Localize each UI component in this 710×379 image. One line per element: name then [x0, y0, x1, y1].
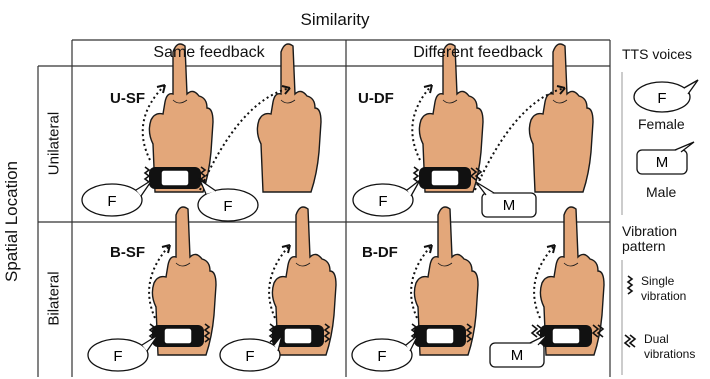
legend-male-bubble: M [636, 141, 695, 175]
motion-arrow [199, 87, 291, 191]
legend-female-bubble: F [633, 79, 699, 113]
motion-arrow [268, 244, 291, 319]
same-feedback-header: Same feedback [153, 44, 265, 61]
cell-b-sf [148, 206, 337, 356]
bubble-letter: F [223, 198, 232, 215]
legend-tts-title: TTS voices [622, 46, 693, 62]
cell-u-sf [141, 43, 322, 193]
watch-icon [539, 324, 593, 348]
spatial-location-label: Spatial Location [2, 161, 21, 282]
speech-bubble-female: F [87, 334, 159, 372]
watch-icon [418, 166, 472, 190]
bubble-letter: F [113, 348, 122, 365]
speech-bubble-female: F [351, 334, 419, 372]
speech-bubble-male: M [475, 181, 537, 218]
bubble-letter: F [245, 348, 254, 365]
watch-icon [413, 324, 467, 348]
grid [37, 39, 611, 377]
dual-vibration-icon [624, 334, 636, 348]
single-vibration-icon [627, 275, 633, 295]
cell-u-df [411, 43, 594, 193]
speech-bubble-female: F [219, 334, 283, 372]
svg-text:F: F [657, 90, 666, 107]
legend-single-vibration-label: Single vibration [641, 274, 687, 303]
similarity-title: Similarity [300, 10, 370, 29]
motion-arrow [474, 87, 566, 191]
speech-bubble-female: F [81, 179, 153, 217]
watch-icon [148, 166, 202, 190]
cell-label-b-df: B-DF [362, 244, 398, 261]
cell-label-u-df: U-DF [358, 90, 394, 107]
svg-text:M: M [656, 154, 669, 171]
cell-b-df [410, 206, 605, 356]
speech-bubble-female: F [352, 179, 421, 217]
motion-arrow [148, 244, 171, 319]
unilateral-label: Unilateral [45, 111, 63, 176]
cell-label-b-sf: B-SF [110, 244, 145, 261]
dual-vibration-icon [531, 324, 543, 338]
speech-bubble-female: F [197, 178, 259, 222]
speech-bubble-male: M [489, 333, 549, 368]
different-feedback-header: Different feedback [413, 44, 543, 61]
bubble-letter: M [503, 197, 516, 214]
cell-label-u-sf: U-SF [110, 90, 145, 107]
bubble-letter: F [378, 193, 387, 210]
bubble-letter: M [511, 347, 524, 364]
bubble-letter: F [377, 348, 386, 365]
legend-male-label: Male [646, 184, 677, 200]
legend-female-label: Female [638, 116, 685, 132]
motion-arrow [410, 244, 433, 319]
legend-vibration-title: Vibration pattern [622, 223, 678, 254]
bubble-letter: F [107, 193, 116, 210]
bilateral-label: Bilateral [45, 271, 63, 326]
watch-icon [151, 324, 205, 348]
legend-dual-vibration-label: Dual vibrations [644, 332, 696, 361]
motion-arrow [533, 244, 556, 319]
